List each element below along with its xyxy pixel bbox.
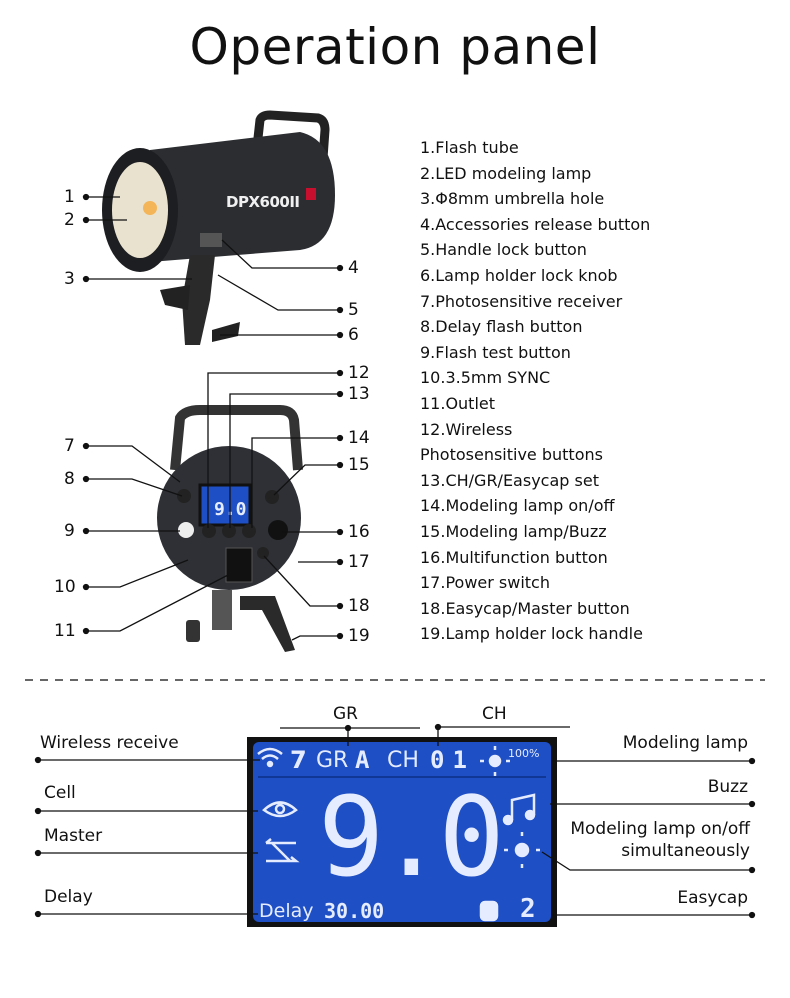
list-item: 8.Delay flash button bbox=[420, 317, 583, 337]
list-item: 4.Accessories release button bbox=[420, 214, 651, 234]
label-delay: Delay bbox=[44, 887, 93, 907]
list-item: Photosensitive buttons bbox=[420, 445, 603, 465]
list-item: 16.Multifunction button bbox=[420, 547, 608, 567]
list-item: 17.Power switch bbox=[420, 573, 550, 593]
callout-number: 1 bbox=[64, 187, 75, 207]
list-item: 5.Handle lock button bbox=[420, 240, 587, 260]
callout-number: 6 bbox=[348, 325, 359, 345]
list-item: 15.Modeling lamp/Buzz bbox=[420, 521, 607, 541]
page-title: Operation panel bbox=[189, 18, 601, 76]
list-item: 9.Flash test button bbox=[420, 342, 571, 362]
lcd-screen bbox=[253, 742, 551, 922]
callout-number: 19 bbox=[348, 626, 370, 646]
label-wireless-receive: Wireless receive bbox=[40, 733, 179, 753]
wifi-icon bbox=[257, 747, 283, 768]
brand-logo-icon bbox=[306, 188, 316, 200]
callout-number: 4 bbox=[348, 258, 359, 278]
callout-number: 12 bbox=[348, 363, 370, 383]
sun-icon bbox=[480, 746, 510, 776]
parts-list: 1.Flash tube 2.LED modeling lamp 3.Φ8mm … bbox=[420, 135, 650, 647]
lcd-ch-value: 01 bbox=[430, 746, 475, 774]
callout-number: 10 bbox=[54, 577, 76, 597]
label-buzz: Buzz bbox=[707, 777, 748, 797]
list-item: 12.Wireless bbox=[420, 419, 513, 439]
callout-number: 16 bbox=[348, 522, 370, 542]
callout-number: 5 bbox=[348, 300, 359, 320]
lcd-brightness: 100% bbox=[508, 747, 540, 760]
list-item: 7.Photosensitive receiver bbox=[420, 291, 623, 311]
music-note-icon bbox=[502, 793, 536, 826]
label-ch: CH bbox=[482, 704, 507, 724]
label-master: Master bbox=[44, 826, 103, 846]
callout-number: 15 bbox=[348, 455, 370, 475]
lcd-delay-value: 30.00 bbox=[324, 899, 385, 923]
callout-number: 17 bbox=[348, 552, 370, 572]
callout-number: 8 bbox=[64, 469, 75, 489]
list-item: 6.Lamp holder lock knob bbox=[420, 265, 618, 285]
callout-number: 11 bbox=[54, 621, 76, 641]
lcd-callout-lines bbox=[34, 723, 756, 919]
easycap-icon bbox=[479, 900, 499, 922]
lcd-ch-text: CH bbox=[387, 748, 419, 773]
lcd-channel-num: 7 bbox=[290, 746, 307, 774]
list-item: 3.Φ8mm umbrella hole bbox=[420, 189, 605, 209]
lamp-alert-icon bbox=[504, 832, 540, 868]
list-item: 19.Lamp holder lock handle bbox=[420, 624, 643, 644]
master-arrows-icon bbox=[265, 838, 300, 863]
lcd-easycap-value: 2 bbox=[520, 894, 536, 924]
list-item: 11.Outlet bbox=[420, 393, 496, 413]
lcd-power-value: 9.0 bbox=[318, 773, 505, 901]
callout-number: 14 bbox=[348, 428, 370, 448]
callout-number: 3 bbox=[64, 269, 75, 289]
callout-lines bbox=[82, 193, 344, 641]
label-easycap: Easycap bbox=[677, 888, 748, 908]
callout-number: 2 bbox=[64, 210, 75, 230]
lcd-delay-text: Delay bbox=[259, 900, 314, 922]
list-item: 18.Easycap/Master button bbox=[420, 598, 630, 618]
list-item: 14.Modeling lamp on/off bbox=[420, 496, 615, 516]
callout-number: 9 bbox=[64, 521, 75, 541]
lcd-gr-value: A bbox=[355, 746, 370, 774]
label-gr: GR bbox=[333, 704, 358, 724]
list-item: 2.LED modeling lamp bbox=[420, 163, 592, 183]
list-item: 13.CH/GR/Easycap set bbox=[420, 470, 599, 490]
flash-head-front-image: DPX600II bbox=[102, 110, 335, 345]
lcd-gr-text: GR bbox=[316, 748, 349, 773]
model-name-text: DPX600II bbox=[226, 193, 299, 211]
label-cell: Cell bbox=[44, 783, 76, 803]
label-modeling-lamp: Modeling lamp bbox=[622, 733, 748, 753]
callout-number: 18 bbox=[348, 596, 370, 616]
list-item: 1.Flash tube bbox=[420, 138, 519, 157]
label-modeling-onoff: Modeling lamp on/off bbox=[570, 819, 750, 839]
callout-number: 13 bbox=[348, 384, 370, 404]
label-simultaneously: simultaneously bbox=[621, 841, 750, 861]
eye-icon bbox=[262, 801, 298, 818]
callout-number: 7 bbox=[64, 436, 75, 456]
list-item: 10.3.5mm SYNC bbox=[420, 368, 551, 388]
